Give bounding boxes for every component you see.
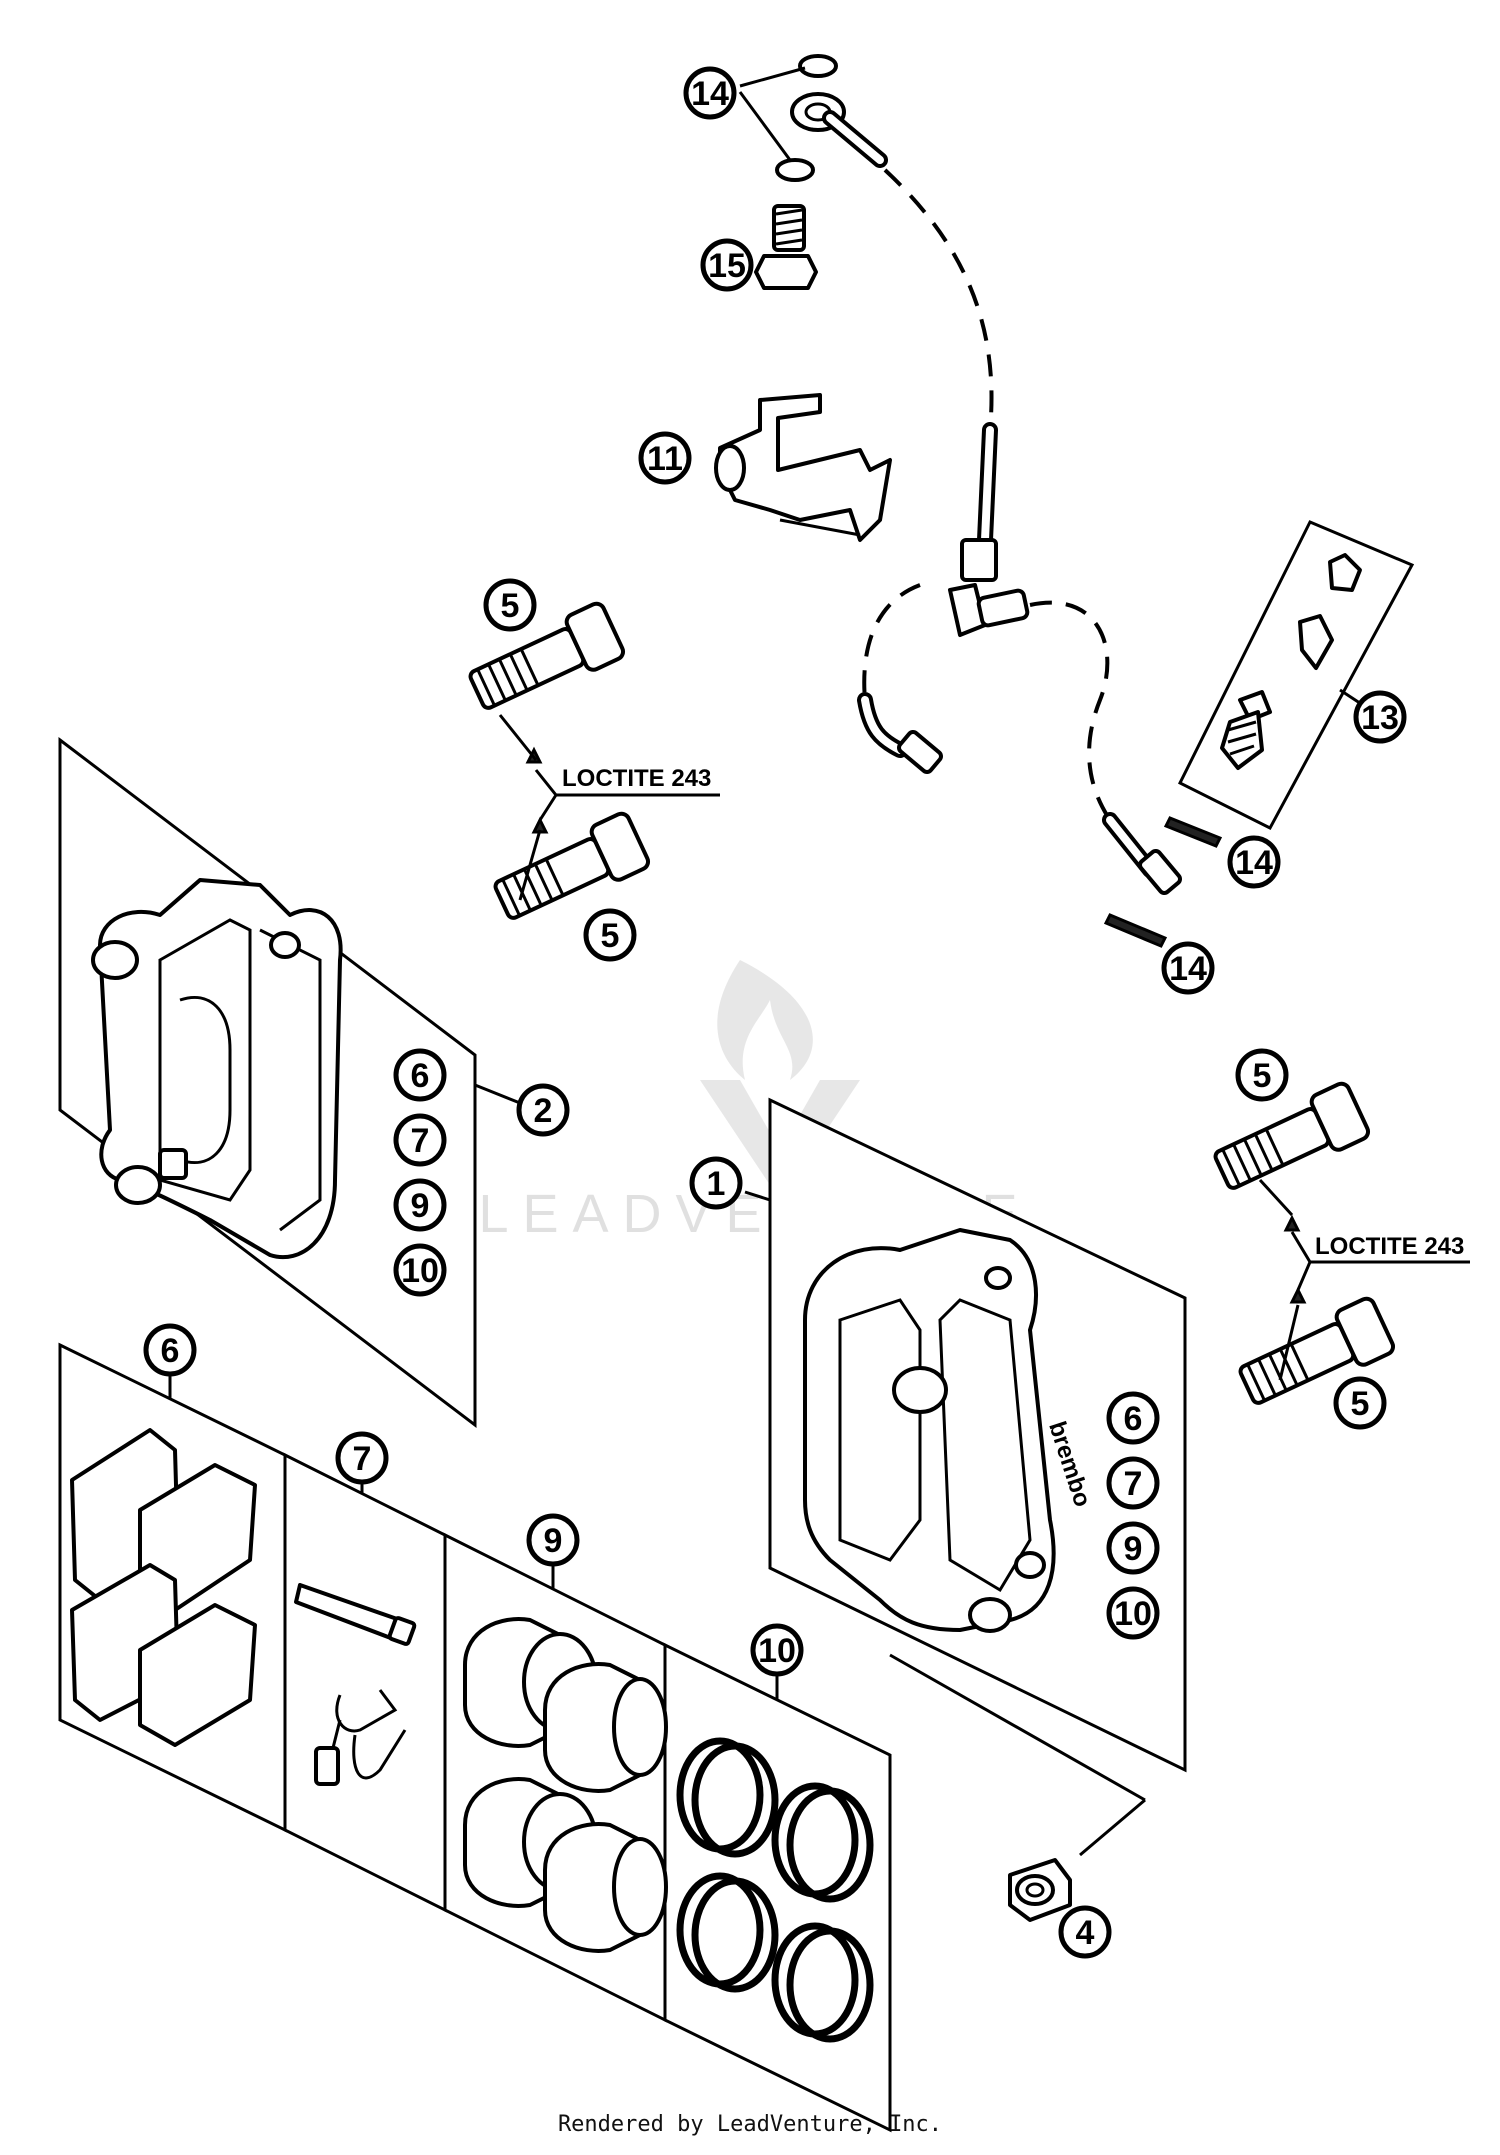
- callout-10-left: 10: [393, 1243, 447, 1297]
- svg-text:5: 5: [501, 587, 520, 625]
- leader-1: [744, 1190, 771, 1202]
- banjo-bolt: [754, 204, 818, 290]
- callout-2: 2: [516, 1083, 570, 1137]
- hose-bracket: [714, 393, 892, 542]
- hose-end-right: [1137, 849, 1183, 895]
- svg-text:10: 10: [758, 1632, 796, 1670]
- junction-block: [960, 538, 998, 582]
- bolt-5-a: [468, 601, 626, 710]
- leader-14-top-a: [739, 66, 806, 88]
- piston-seals: [676, 1737, 874, 2043]
- leader-2: [474, 1083, 521, 1105]
- sealing-washers: [1103, 816, 1223, 948]
- brake-line-upper-dashed: [883, 168, 994, 431]
- svg-text:14: 14: [1235, 844, 1273, 882]
- callout-11: 11: [638, 431, 692, 485]
- callout-14-low: 14: [1161, 941, 1215, 995]
- right-caliper-panel: brembo: [744, 1097, 1187, 1857]
- svg-text:1: 1: [707, 1165, 726, 1203]
- svg-text:10: 10: [1114, 1595, 1152, 1633]
- copper-washer-bottom: [775, 158, 815, 182]
- callout-6-left: 6: [393, 1048, 447, 1102]
- bolt-5-d: [1238, 1296, 1396, 1405]
- callout-10-kit: 10: [750, 1623, 804, 1677]
- bolt-5-b: [493, 811, 651, 920]
- repair-kits: [58, 1342, 892, 2133]
- callout-1: 1: [689, 1156, 743, 1210]
- callout-9-right: 9: [1106, 1521, 1160, 1575]
- right-caliper: brembo: [803, 1228, 1096, 1633]
- bolt-5-c: [1213, 1081, 1371, 1190]
- svg-text:2: 2: [534, 1092, 553, 1130]
- svg-text:5: 5: [1253, 1057, 1272, 1095]
- svg-text:4: 4: [1076, 1914, 1095, 1952]
- watermark-v-icon: [700, 1080, 860, 1200]
- callout-7-kit: 7: [335, 1431, 389, 1485]
- callout-14-top: 14: [683, 66, 737, 120]
- copper-washer-top: [798, 54, 838, 78]
- callout-6-right: 6: [1106, 1391, 1160, 1445]
- callout-5-c: 5: [1235, 1048, 1289, 1102]
- upper-brake-line: [738, 54, 998, 548]
- svg-text:14: 14: [1169, 950, 1207, 988]
- callout-6-kit: 6: [143, 1323, 197, 1377]
- loctite-note-left: LOCTITE 243: [562, 765, 711, 792]
- brake-pads: [70, 1428, 257, 1747]
- watermark-flame-icon: [717, 960, 813, 1080]
- callout-7-right: 7: [1106, 1456, 1160, 1510]
- svg-text:5: 5: [1351, 1385, 1370, 1423]
- leader-to-washer-4: [889, 1653, 1146, 1802]
- svg-text:6: 6: [1124, 1400, 1143, 1438]
- callout-5-d: 5: [1333, 1376, 1387, 1430]
- callout-5-b: 5: [583, 908, 637, 962]
- callout-4: 4: [1058, 1905, 1112, 1959]
- washer-4: [1008, 1858, 1072, 1922]
- callout-9-kit: 9: [526, 1513, 580, 1567]
- svg-text:9: 9: [411, 1187, 430, 1225]
- pistons: [463, 1617, 668, 1953]
- leader-14-top-b: [738, 91, 792, 161]
- kit-panel-7: [283, 1452, 447, 1913]
- svg-text:14: 14: [691, 75, 729, 113]
- leader-loctite-right: [1258, 1178, 1470, 1381]
- left-caliper-panel: [58, 736, 521, 1429]
- brake-line-right-dashed: [1029, 600, 1112, 822]
- svg-text:6: 6: [411, 1057, 430, 1095]
- bolts-left: LOCTITE 243: [468, 601, 720, 920]
- callout-7-left: 7: [393, 1113, 447, 1167]
- callout-10-right: 10: [1106, 1586, 1160, 1640]
- svg-text:9: 9: [1124, 1530, 1143, 1568]
- callout-5-a: 5: [483, 578, 537, 632]
- callout-14-mid: 14: [1227, 835, 1281, 889]
- callout-13: 13: [1353, 690, 1407, 744]
- bleeder-kit-panel: [1177, 520, 1415, 830]
- svg-text:10: 10: [401, 1252, 439, 1290]
- svg-text:5: 5: [601, 917, 620, 955]
- left-caliper: [91, 878, 343, 1260]
- footer-credit: Rendered by LeadVenture, Inc.: [557, 2112, 943, 2137]
- callout-15: 15: [700, 238, 754, 292]
- loctite-note-right: LOCTITE 243: [1315, 1233, 1464, 1260]
- callout-9-left: 9: [393, 1178, 447, 1232]
- pad-pin-and-clip: [294, 1583, 417, 1786]
- lower-brake-lines: [857, 538, 1183, 895]
- svg-text:9: 9: [544, 1522, 563, 1560]
- svg-text:11: 11: [647, 440, 683, 478]
- svg-text:6: 6: [161, 1332, 180, 1370]
- brake-line-left-dashed: [862, 583, 921, 701]
- leader-loctite-left: [498, 714, 720, 901]
- svg-text:7: 7: [353, 1440, 372, 1478]
- hose-end-left: [897, 729, 943, 775]
- leader-4: [1079, 1798, 1146, 1857]
- bolts-right: LOCTITE 243: [1213, 1081, 1470, 1405]
- svg-text:13: 13: [1361, 699, 1399, 737]
- svg-text:7: 7: [1124, 1465, 1143, 1503]
- svg-text:15: 15: [708, 247, 746, 285]
- svg-text:7: 7: [411, 1122, 430, 1160]
